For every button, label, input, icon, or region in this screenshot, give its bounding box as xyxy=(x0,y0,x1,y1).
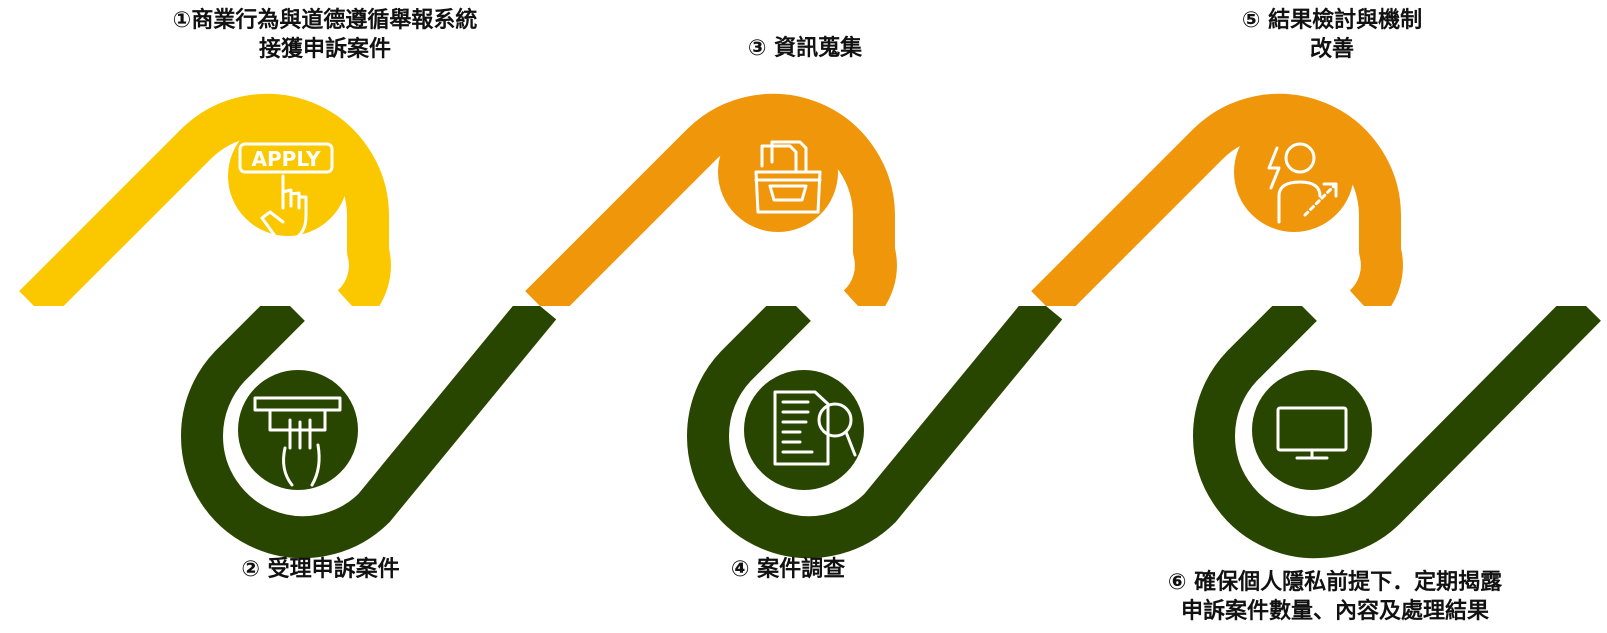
ribbon-segment-yellow xyxy=(19,93,391,306)
step-1-line-1: ①商業行為與道德遵循舉報系統 xyxy=(135,6,515,35)
step-1-circle xyxy=(228,116,348,236)
step-2-title: 受理申訴案件 xyxy=(267,557,400,582)
apply-click-icon: APPLY xyxy=(238,142,334,242)
person-growth-icon xyxy=(1267,142,1338,224)
file-drawer-icon xyxy=(754,140,822,214)
step-6-line-2: 申訴案件數量、內容及處理結果 xyxy=(1180,599,1489,624)
step-6-label: ⑥ 確保個人隱私前提下．定期揭露 申訴案件數量、內容及處理結果 xyxy=(1130,568,1540,626)
step-6-circle xyxy=(1252,370,1372,490)
monitor-icon xyxy=(1276,406,1348,460)
step-5-title: 結果檢討與機制 xyxy=(1268,8,1423,33)
step-2-line-1: ② 受理申訴案件 xyxy=(218,555,423,584)
step-4-title: 案件調查 xyxy=(757,557,846,582)
step-6-title: 確保個人隱私前提下．定期揭露 xyxy=(1194,570,1503,595)
ribbon-segment-green-2 xyxy=(686,306,1063,559)
step-5-line-2: 改善 xyxy=(1309,37,1354,62)
step-2-label: ② 受理申訴案件 xyxy=(218,555,423,584)
step-3-line-1: ③ 資訊蒐集 xyxy=(720,34,890,63)
step-6-number: ⑥ xyxy=(1167,570,1187,595)
step-3-title: 資訊蒐集 xyxy=(774,36,863,61)
document-magnifier-icon xyxy=(773,390,857,466)
step-3-number: ③ xyxy=(747,36,767,61)
step-1-title: 商業行為與道德遵循舉報系統 xyxy=(191,8,478,33)
step-5-line-1: ⑤ 結果檢討與機制 xyxy=(1212,6,1452,35)
step-1-label: ①商業行為與道德遵循舉報系統 接獲申訴案件 xyxy=(135,6,515,64)
step-5-label: ⑤ 結果檢討與機制 改善 xyxy=(1212,6,1452,64)
step-6-line-1: ⑥ 確保個人隱私前提下．定期揭露 xyxy=(1130,568,1540,597)
apply-icon-text: APPLY xyxy=(252,147,321,171)
step-4-line-1: ④ 案件調查 xyxy=(708,555,868,584)
ribbon-segment-orange-1 xyxy=(525,93,897,306)
ribbon-segment-green-1 xyxy=(180,306,557,559)
ribbon-segment-orange-2 xyxy=(1031,93,1403,306)
step-1-line-2: 接獲申訴案件 xyxy=(258,37,391,62)
hand-inserting-card-icon xyxy=(253,396,342,487)
step-4-number: ④ xyxy=(730,557,750,582)
step-5-number: ⑤ xyxy=(1241,8,1261,33)
step-2-number: ② xyxy=(241,557,260,582)
step-3-label: ③ 資訊蒐集 xyxy=(720,34,890,63)
ribbon-segment-green-3 xyxy=(1192,306,1601,559)
step-4-label: ④ 案件調查 xyxy=(708,555,868,584)
step-1-number: ① xyxy=(172,8,192,33)
